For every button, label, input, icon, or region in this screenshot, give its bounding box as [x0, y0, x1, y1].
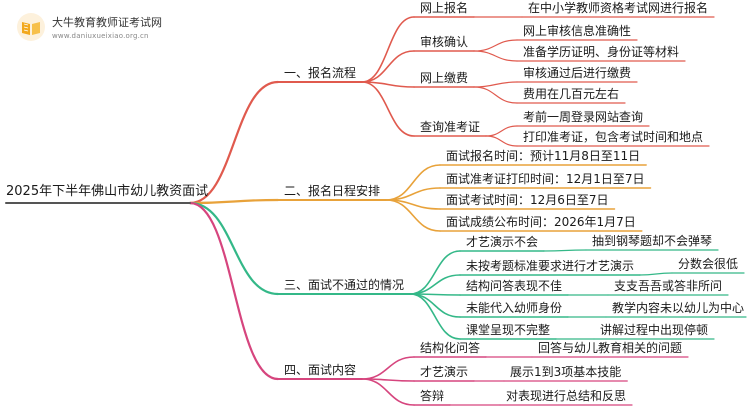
child-link-flow — [361, 81, 415, 137]
detail-link-flow — [473, 39, 518, 52]
child-label-flow[interactable]: 网上报名 — [420, 1, 469, 15]
child-label-fail[interactable]: 结构问答表现不佳 — [466, 279, 563, 293]
child-link-flow — [361, 16, 415, 83]
child-link-fail — [409, 250, 461, 295]
child-label-flow[interactable]: 查询准考证 — [420, 120, 481, 134]
branch-link-content — [188, 201, 280, 381]
detail-label-fail[interactable]: 讲解过程中出现停顿 — [600, 323, 709, 337]
branch-label-content[interactable]: 四、面试内容 — [284, 363, 357, 377]
branch-link-flow — [188, 80, 280, 205]
brand-url: www.daniuxueixiao.org.cn — [52, 32, 149, 40]
child-link-schedule — [385, 199, 441, 232]
detail-label-fail[interactable]: 支支吾吾或答非所问 — [614, 279, 723, 293]
child-label-flow[interactable]: 网上缴费 — [420, 71, 469, 85]
child-label-content[interactable]: 答辩 — [420, 389, 445, 403]
branch-label-fail[interactable]: 三、面试不通过的情况 — [284, 278, 405, 292]
branch-link-schedule — [188, 198, 280, 205]
detail-label-fail[interactable]: 抽到钢琴题却不会弹琴 — [592, 234, 713, 248]
brand-title: 大牛教育教师证考试网 — [52, 16, 162, 29]
child-link-flow — [361, 50, 415, 83]
child-label-fail[interactable]: 才艺演示不会 — [466, 235, 539, 249]
branch-label-flow[interactable]: 一、报名流程 — [284, 66, 357, 80]
child-label-fail[interactable]: 课堂呈现不完整 — [466, 323, 551, 337]
child-link-fail — [409, 293, 461, 318]
detail-label-fail[interactable]: 教学内容未以幼儿为中心 — [612, 301, 745, 315]
detail-label-content[interactable]: 展示1到3项基本技能 — [510, 365, 622, 379]
child-link-fail — [409, 293, 461, 340]
detail-label-flow[interactable]: 打印准考证，包含考试时间和地点 — [523, 130, 704, 144]
detail-label-fail[interactable]: 分数会很低 — [678, 257, 739, 271]
detail-label-flow[interactable]: 网上审核信息准确性 — [523, 24, 632, 38]
detail-link-flow — [473, 81, 518, 88]
detail-link-flow — [473, 50, 518, 62]
child-link-content — [361, 356, 415, 380]
detail-link-flow — [485, 125, 518, 137]
detail-link-flow — [485, 135, 518, 147]
detail-label-flow[interactable]: 在中小学教师资格考试网进行报名 — [528, 1, 709, 15]
detail-label-flow[interactable]: 考前一周登录网站查询 — [523, 110, 644, 124]
detail-link-fail — [543, 249, 587, 252]
detail-label-flow[interactable]: 准备学历证明、身份证等材料 — [523, 45, 680, 59]
child-label-schedule[interactable]: 面试成绩公布时间：2026年1月7日 — [446, 215, 636, 229]
detail-label-content[interactable]: 回答与幼儿教育相关的问题 — [538, 341, 683, 355]
child-label-fail[interactable]: 未能代入幼师身份 — [466, 301, 563, 315]
child-label-content[interactable]: 结构化问答 — [420, 341, 481, 355]
child-label-fail[interactable]: 未按考题标准要求进行才艺演示 — [466, 259, 635, 273]
child-link-fail — [409, 274, 461, 295]
branch-label-schedule[interactable]: 二、报名日程安排 — [284, 184, 381, 198]
child-label-schedule[interactable]: 面试报名时间：预计11月8日至11日 — [446, 149, 641, 163]
detail-label-flow[interactable]: 费用在几百元左右 — [523, 87, 620, 101]
child-link-content — [361, 378, 415, 406]
detail-link-flow — [473, 86, 518, 104]
open-book-icon — [17, 13, 45, 41]
branch-link-fail — [188, 201, 280, 296]
child-label-content[interactable]: 才艺演示 — [420, 365, 469, 379]
child-link-flow — [361, 81, 415, 88]
child-label-schedule[interactable]: 面试准考证打印时间：12月1日至7日 — [446, 172, 645, 186]
detail-label-content[interactable]: 对表现进行总结和反思 — [506, 389, 627, 403]
child-label-flow[interactable]: 审核确认 — [420, 35, 469, 49]
detail-link-fail — [639, 272, 673, 276]
child-label-schedule[interactable]: 面试考试时间：12月6日至7日 — [446, 193, 609, 207]
root-node[interactable]: 2025年下半年佛山市幼儿教资面试 — [6, 184, 209, 199]
detail-label-flow[interactable]: 审核通过后进行缴费 — [523, 66, 632, 80]
